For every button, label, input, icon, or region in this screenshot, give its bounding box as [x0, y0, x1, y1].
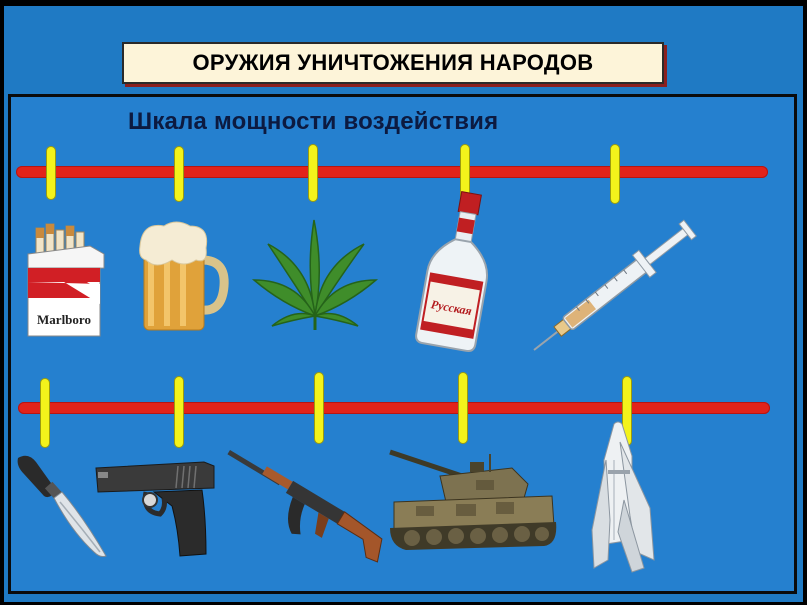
scale-tick	[174, 376, 184, 448]
cannabis-leaf-icon	[251, 219, 379, 330]
scale-line-top	[16, 166, 768, 178]
cigarette-pack-icon: Marlboro	[27, 223, 105, 337]
knife-icon	[17, 455, 107, 557]
assault-rifle-icon	[227, 450, 383, 563]
scale-tick	[610, 144, 620, 204]
pistol-icon	[95, 461, 215, 557]
beer-mug-icon	[139, 221, 229, 331]
scale-tick	[314, 372, 324, 444]
svg-text:Marlboro: Marlboro	[37, 312, 91, 327]
tank-icon	[389, 449, 557, 550]
scale-tick	[40, 378, 50, 448]
scale-tick	[46, 146, 56, 200]
syringe-icon	[533, 219, 697, 351]
page-title: ОРУЖИЯ УНИЧТОЖЕНИЯ НАРОДОВ	[192, 50, 594, 75]
scale-line-bottom	[18, 402, 770, 414]
title-banner: ОРУЖИЯ УНИЧТОЖЕНИЯ НАРОДОВ	[122, 42, 664, 84]
vodka-bottle-icon: Русская	[415, 191, 489, 353]
scale-tick	[174, 146, 184, 202]
scale-tick	[458, 372, 468, 444]
scale-tick	[308, 144, 318, 202]
scale-subtitle: Шкала мощности воздействия	[128, 108, 499, 135]
rocket-icon	[591, 421, 655, 573]
